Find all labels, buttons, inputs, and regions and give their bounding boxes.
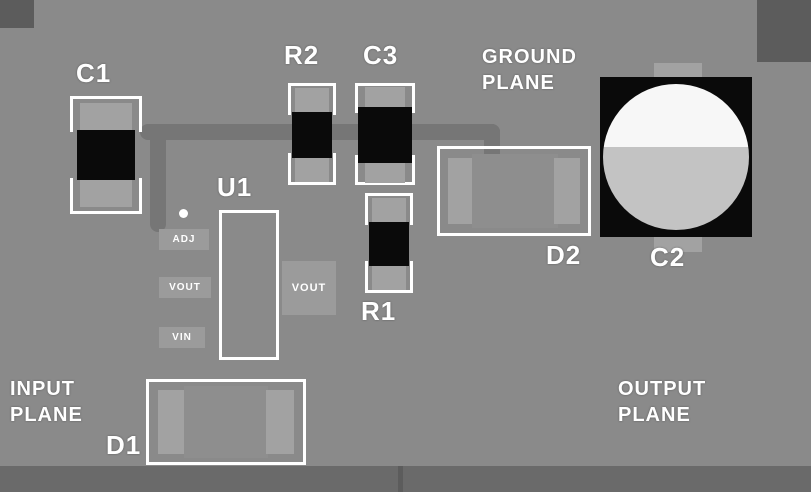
label-output-plane: OUTPUT PLANE [618, 376, 706, 428]
c2-tab-top [654, 63, 702, 79]
plane-corner-top-left [0, 0, 34, 28]
c1-silkscreen-top [70, 96, 142, 132]
component-r1 [364, 193, 414, 293]
label-input-plane-line1: INPUT [10, 378, 75, 400]
component-c2 [600, 77, 752, 237]
label-c3: C3 [363, 40, 399, 70]
d2-pad-left [448, 158, 474, 224]
c3-silkscreen-top [355, 83, 415, 113]
c2-capacitor-can [603, 84, 749, 230]
component-d2 [437, 146, 591, 236]
label-c1: C1 [76, 58, 112, 88]
label-ground-plane: GROUND PLANE [482, 44, 577, 96]
pad-adj-label: ADJ [172, 234, 196, 245]
r1-pad-top [372, 198, 406, 224]
pad-vout-small-label: VOUT [169, 282, 201, 293]
pad-vout-large: VOUT [282, 261, 336, 315]
pad-adj: ADJ [159, 229, 209, 250]
r2-silkscreen-top [288, 83, 336, 115]
c3-pad-top [365, 87, 405, 109]
c1-pad-bottom [80, 177, 132, 207]
label-r1: R1 [361, 296, 397, 326]
d2-pad-right [554, 158, 580, 224]
c1-body [77, 130, 135, 180]
r1-pad-bottom [372, 264, 406, 290]
r2-silkscreen-bottom [288, 153, 336, 185]
r1-silkscreen-bottom [365, 261, 413, 293]
label-output-plane-line2: PLANE [618, 404, 691, 426]
c2-tab-bottom [654, 235, 702, 252]
label-output-plane-line1: OUTPUT [618, 378, 707, 400]
r2-body [292, 112, 332, 158]
label-c2: C2 [650, 242, 686, 272]
r1-silkscreen-top [365, 193, 413, 225]
label-d2: D2 [546, 240, 582, 270]
label-d1: D1 [106, 430, 142, 460]
label-input-plane-line2: PLANE [10, 404, 83, 426]
c3-pad-bottom [365, 161, 405, 183]
c1-pad-top [80, 103, 132, 133]
pin1-dot-icon [179, 209, 188, 218]
component-d1 [146, 379, 306, 465]
pad-vout-large-label: VOUT [291, 282, 327, 294]
plane-divider [398, 466, 403, 492]
pad-vin: VIN [159, 327, 205, 348]
label-ground-plane-line1: GROUND [482, 46, 577, 68]
label-ground-plane-line2: PLANE [482, 72, 555, 94]
component-u1-outline [219, 210, 279, 360]
d1-pad-right [266, 390, 294, 454]
r2-pad-bottom [295, 156, 329, 182]
label-r2: R2 [284, 40, 320, 70]
d2-body [472, 154, 558, 228]
plane-corner-top-right [757, 0, 811, 62]
component-c3 [353, 83, 417, 185]
label-u1: U1 [217, 172, 253, 202]
c3-silkscreen-bottom [355, 155, 415, 185]
pad-vin-label: VIN [172, 332, 192, 343]
component-c1 [70, 96, 142, 214]
pad-vout-small: VOUT [159, 277, 211, 298]
component-r2 [286, 83, 338, 185]
r1-body [369, 222, 409, 266]
d1-pad-left [158, 390, 186, 454]
label-input-plane: INPUT PLANE [10, 376, 83, 428]
d1-body [184, 386, 268, 458]
r2-pad-top [295, 88, 329, 114]
c3-body [358, 107, 412, 163]
c1-silkscreen-bottom [70, 178, 142, 214]
board-bottom-edge [0, 466, 811, 492]
trace-vertical-left [150, 124, 166, 232]
